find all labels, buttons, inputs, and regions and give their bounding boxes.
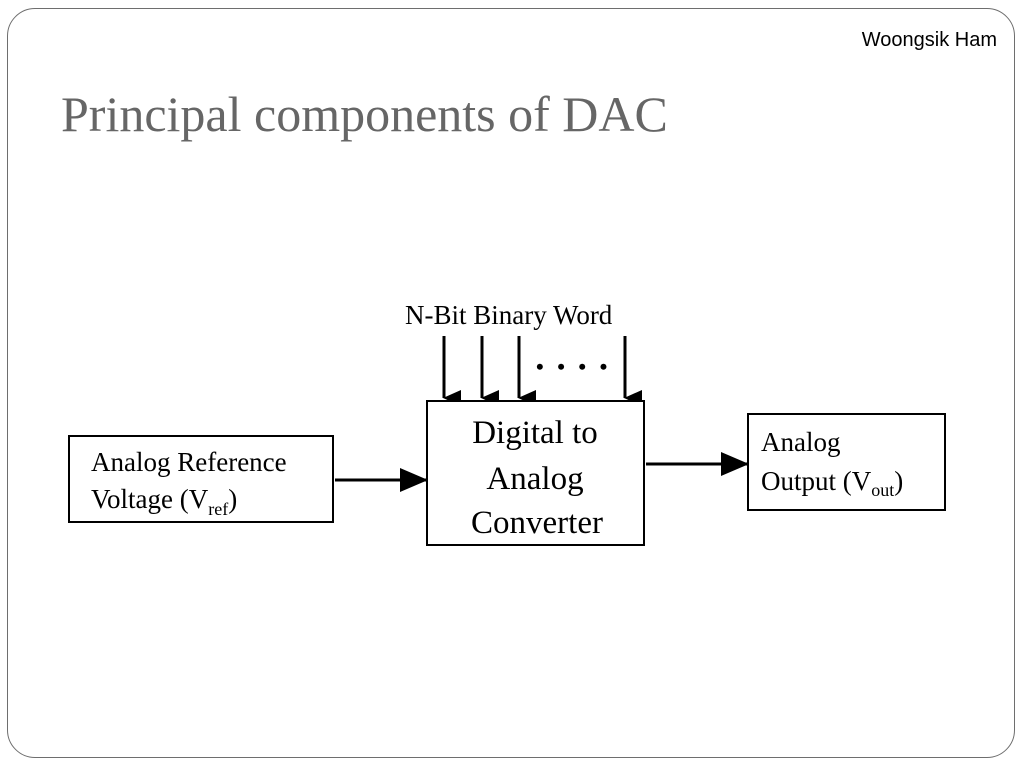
output-block-line1: Analog: [761, 427, 840, 457]
slide-frame: [7, 8, 1015, 758]
output-block-line2: Output (Vout): [761, 466, 903, 500]
slide-title: Principal components of DAC: [61, 86, 668, 142]
converter-block-line2: Analog: [486, 461, 583, 497]
reference-voltage-block: [68, 435, 334, 523]
author-name: Woongsik Ham: [861, 29, 997, 51]
reference-block-line2: Voltage (Vref): [91, 484, 237, 519]
analog-output-block: [747, 413, 946, 511]
converter-block: [426, 400, 645, 546]
input-word-label: N-Bit Binary Word: [405, 300, 613, 330]
converter-block-line1: Digital to: [472, 415, 598, 451]
converter-block-line3: Converter: [471, 505, 603, 541]
bit-ellipsis: • • • •: [536, 354, 611, 379]
reference-block-line1: Analog Reference: [91, 447, 287, 477]
